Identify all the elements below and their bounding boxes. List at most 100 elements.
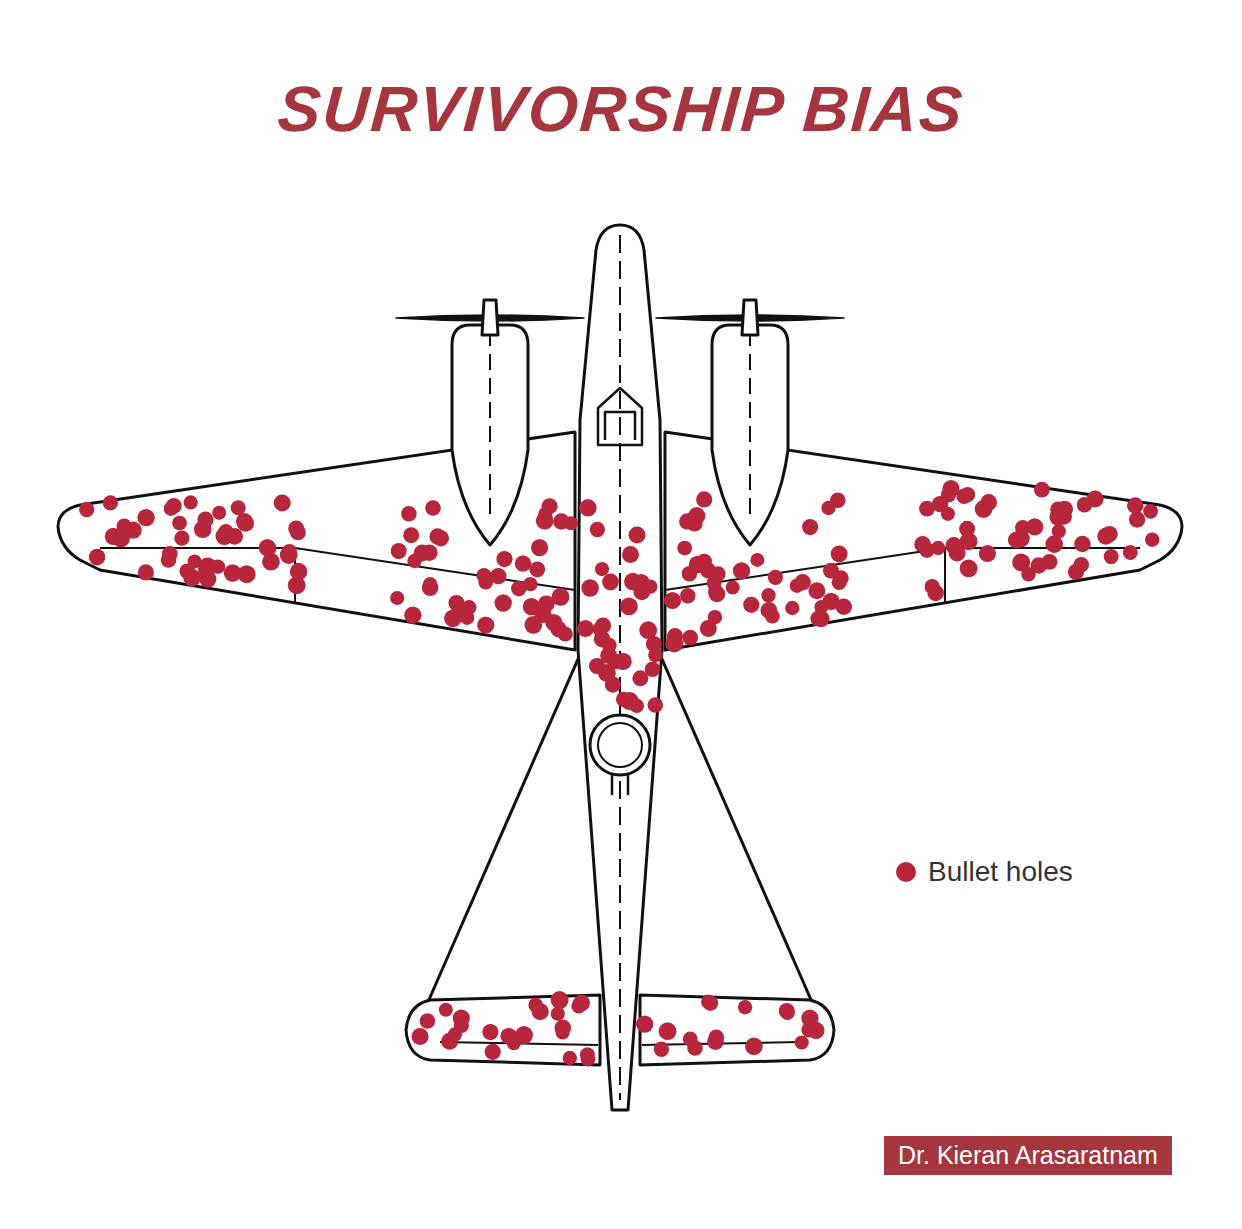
bullet-hole xyxy=(79,502,94,517)
bullet-hole xyxy=(448,1027,462,1041)
bullet-hole xyxy=(172,516,187,531)
bullet-hole xyxy=(836,599,852,615)
bullet-hole xyxy=(523,577,537,591)
bullet-hole xyxy=(138,564,154,580)
bullet-hole xyxy=(832,575,847,590)
legend-text: Bullet holes xyxy=(928,856,1073,888)
bullet-hole xyxy=(960,560,978,578)
bullet-hole xyxy=(390,591,404,605)
bullet-hole xyxy=(1015,520,1030,535)
bullet-hole xyxy=(515,1026,533,1044)
bullet-hole xyxy=(941,507,955,521)
bullet-hole xyxy=(579,499,596,516)
bullet-hole xyxy=(1012,553,1030,571)
title: SURVIVORSHIP BIAS xyxy=(0,72,1242,146)
bullet-hole xyxy=(726,581,740,595)
bullet-hole xyxy=(810,611,826,627)
bullet-hole xyxy=(960,532,978,550)
engine-axis xyxy=(490,330,750,520)
bullet-hole xyxy=(665,635,683,653)
bullet-hole xyxy=(476,568,491,583)
bullet-hole xyxy=(1129,511,1145,527)
brace-line xyxy=(428,650,582,1002)
bullet-hole xyxy=(439,1003,453,1017)
bullet-hole xyxy=(433,530,449,546)
bullet-hole xyxy=(1104,549,1119,564)
bullet-hole xyxy=(761,602,778,619)
bullet-hole xyxy=(808,582,825,599)
bullet-hole xyxy=(683,1032,698,1047)
bullet-hole xyxy=(602,574,619,591)
bullet-hole xyxy=(1049,508,1067,526)
bullet-holes xyxy=(79,480,1159,1066)
cockpit xyxy=(598,388,642,445)
bullet-hole xyxy=(490,568,506,584)
bullet-hole xyxy=(581,579,599,597)
bullet-hole xyxy=(444,610,462,628)
bullet-hole xyxy=(496,551,512,567)
bullet-hole xyxy=(261,541,276,556)
bullet-hole xyxy=(795,1035,809,1049)
bullet-hole xyxy=(174,531,189,546)
bullet-hole xyxy=(197,512,213,528)
bullet-hole xyxy=(802,519,818,535)
bullet-hole xyxy=(422,580,438,596)
bullet-hole xyxy=(696,554,712,570)
fuselage xyxy=(578,225,662,1110)
bullet-hole xyxy=(664,592,681,609)
bullet-hole xyxy=(708,610,723,625)
bullet-hole xyxy=(571,999,586,1014)
bullet-hole xyxy=(477,616,494,633)
bullet-hole xyxy=(801,1022,817,1038)
bullet-hole xyxy=(553,513,570,530)
bullet-hole xyxy=(112,530,130,548)
bullet-hole xyxy=(1034,482,1050,498)
bullet-hole xyxy=(581,1052,596,1067)
bullet-hole xyxy=(558,626,573,641)
bullet-hole xyxy=(696,491,712,507)
turret xyxy=(590,715,650,775)
right-tailplane xyxy=(640,995,834,1065)
bullet-hole xyxy=(515,555,531,571)
bullet-hole xyxy=(288,521,304,537)
bullet-hole xyxy=(236,513,253,530)
bullet-hole xyxy=(945,537,962,554)
bullet-hole xyxy=(89,549,106,566)
bullet-hole xyxy=(927,585,944,602)
bullet-hole xyxy=(404,607,421,624)
bullet-hole xyxy=(137,509,154,526)
bullet-hole xyxy=(633,574,650,591)
bullet-hole xyxy=(421,544,438,561)
bullet-hole xyxy=(648,697,664,713)
bullet-hole xyxy=(274,494,291,511)
bullet-hole xyxy=(1127,497,1143,513)
bullet-hole xyxy=(680,588,695,603)
bullet-hole xyxy=(280,546,298,564)
bullet-hole xyxy=(733,562,750,579)
legend-row: Bullet holes xyxy=(896,856,1073,888)
author-name: Dr. Kieran Arasaratnam xyxy=(898,1141,1158,1170)
bullet-hole xyxy=(710,566,725,581)
bullet-hole xyxy=(1101,526,1118,543)
bullet-hole xyxy=(403,527,419,543)
bullet-hole xyxy=(290,563,308,581)
bullet-hole xyxy=(529,561,545,577)
bullet-hole xyxy=(682,630,698,646)
bullet-hole xyxy=(629,527,646,544)
bullet-hole xyxy=(768,570,783,585)
bullet-hole xyxy=(103,495,118,510)
bullet-hole xyxy=(552,588,570,606)
bullet-hole xyxy=(598,664,616,682)
bullet-hole xyxy=(563,1051,577,1065)
bullet-hole xyxy=(622,546,639,563)
bullet-hole xyxy=(785,601,799,615)
bullet-hole xyxy=(534,606,551,623)
bullet-hole xyxy=(743,597,759,613)
bullet-hole xyxy=(600,647,617,664)
bullet-hole xyxy=(590,522,605,537)
bullet-hole xyxy=(707,1033,724,1050)
author-band: Dr. Kieran Arasaratnam xyxy=(884,1136,1172,1175)
propeller xyxy=(396,315,844,321)
bullet-hole xyxy=(391,543,407,559)
bullet-hole xyxy=(630,699,645,714)
